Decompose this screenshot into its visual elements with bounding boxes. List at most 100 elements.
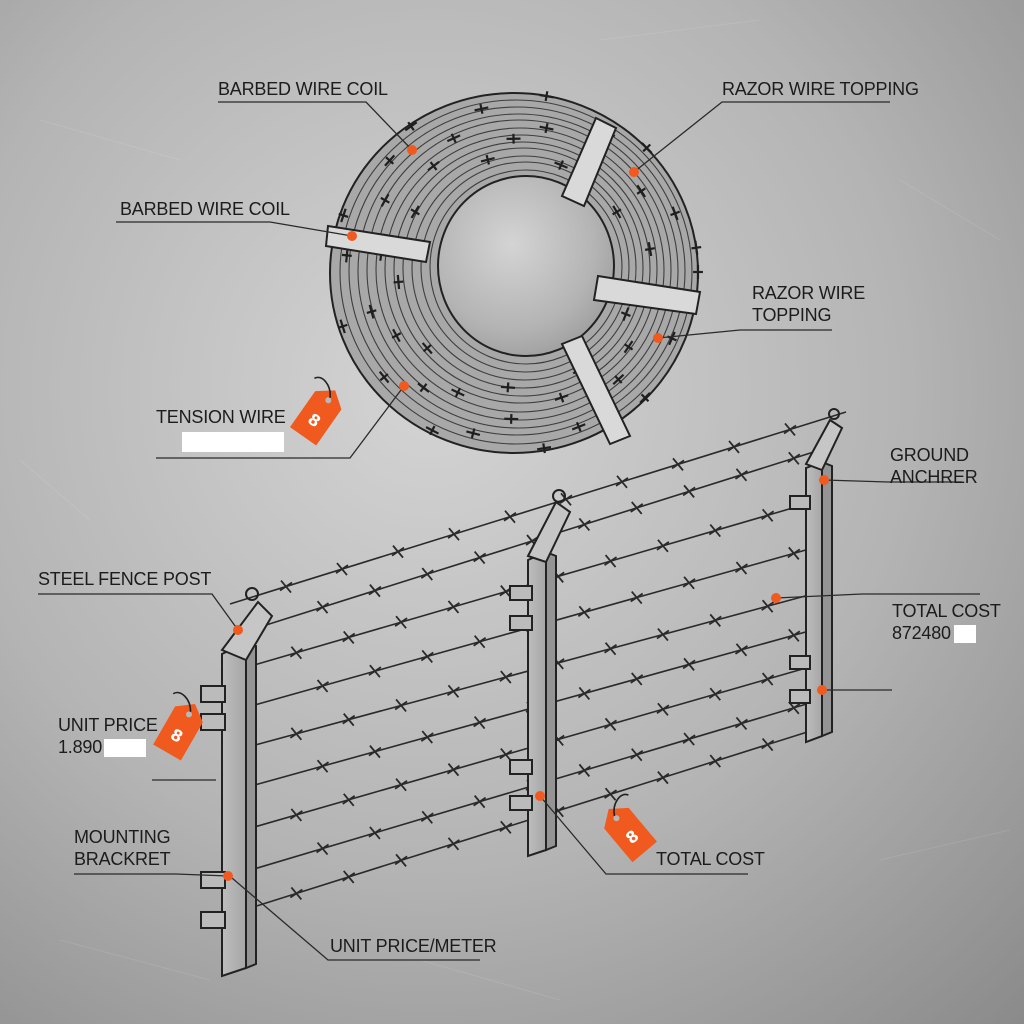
- wire-barb: [708, 687, 722, 701]
- wire-barb: [615, 475, 629, 489]
- wire-barb: [503, 510, 517, 524]
- wire-barb: [289, 886, 303, 901]
- label-line-1: GROUND: [890, 445, 969, 465]
- wire-barb: [604, 787, 618, 801]
- label-text: BARBED WIRE COIL: [218, 79, 388, 99]
- wire-barb: [316, 679, 330, 693]
- wire-barb: [604, 554, 618, 568]
- wire-barb: [656, 702, 670, 716]
- label-line-2: TOPPING: [752, 305, 832, 325]
- wire-barb: [446, 763, 460, 777]
- coil-barb: [417, 382, 430, 393]
- label-text: UNIT PRICE/METER: [330, 936, 497, 956]
- wire-barb: [630, 672, 644, 686]
- steel-fence-post-right: [789, 408, 844, 744]
- wire-barb: [577, 517, 591, 532]
- wire-barb: [289, 646, 303, 660]
- wire-barb: [708, 754, 722, 768]
- wire-barb: [734, 561, 748, 575]
- label-line-1: RAZOR WIRE: [752, 283, 865, 303]
- wire-barb: [368, 826, 382, 840]
- wire-barb: [783, 422, 797, 437]
- metal-scratches: [19, 19, 1011, 1001]
- coil-barb: [337, 319, 348, 334]
- coil-barb: [670, 206, 681, 221]
- wire-barb: [787, 451, 801, 465]
- coil-barb: [623, 340, 634, 354]
- label-ground-anchor: GROUND ANCHRER: [890, 444, 978, 488]
- coil-barb: [480, 154, 495, 165]
- wire-barb: [682, 484, 696, 498]
- wire-barb: [708, 523, 722, 538]
- coil-barb: [571, 421, 586, 432]
- coil-barb: [612, 205, 622, 219]
- coil-barb: [539, 91, 554, 102]
- wire-barb: [734, 716, 748, 731]
- wire-barb: [342, 630, 356, 645]
- wire-barb: [316, 600, 330, 614]
- wire-barb: [289, 727, 303, 741]
- coil-barb: [500, 382, 516, 393]
- wire-barb: [761, 599, 775, 613]
- label-barbed-wire-coil-left: BARBED WIRE COIL: [120, 198, 290, 220]
- price-tag-2: 8: [153, 691, 203, 761]
- wire-barb: [473, 635, 487, 649]
- wire-barb: [335, 562, 349, 576]
- steel-fence-post-left: [200, 587, 274, 978]
- coil-barb: [620, 307, 631, 322]
- coil-barb: [554, 392, 569, 403]
- label-text: TOTAL COST: [892, 601, 1001, 621]
- wire-barb: [420, 730, 434, 744]
- wire-barb: [342, 713, 356, 727]
- wire-barb: [394, 615, 408, 629]
- wire-barb: [289, 808, 303, 822]
- label-total-cost-right: TOTAL COST 872480: [892, 600, 1001, 644]
- coil-barb: [446, 133, 461, 144]
- wire-barb: [446, 684, 460, 698]
- wire-barb: [577, 605, 591, 619]
- label-line-1: MOUNTING: [74, 827, 171, 847]
- coil-barb: [427, 160, 440, 172]
- coil-barb: [378, 371, 390, 384]
- label-steel-fence-post: STEEL FENCE POST: [38, 568, 211, 590]
- wire-barb: [682, 732, 696, 746]
- coil-barb: [539, 123, 554, 134]
- label-text: UNIT PRICE: [58, 715, 158, 735]
- coil-barb: [612, 373, 625, 386]
- wire-barb: [604, 717, 618, 731]
- wire-barb: [499, 670, 513, 684]
- coil-barb: [504, 413, 519, 424]
- label-text: BARBED WIRE COIL: [120, 199, 290, 219]
- wire-barb: [446, 837, 460, 851]
- total-cost-right-value: 872480: [892, 623, 951, 643]
- wire-barb: [499, 747, 513, 762]
- label-tension-wire: TENSION WIRE: [156, 406, 286, 453]
- wire-barb: [577, 763, 591, 777]
- wire-barb: [656, 771, 670, 785]
- wire-barb: [656, 539, 670, 553]
- callout-dots: [223, 145, 829, 881]
- price-tag-3: 8: [604, 793, 657, 863]
- coil-barb: [384, 154, 396, 167]
- coil-barb: [466, 428, 481, 439]
- label-razor-wire-topping-top: RAZOR WIRE TOPPING: [722, 78, 919, 100]
- coil-barb: [691, 240, 702, 255]
- wire-barb: [727, 440, 741, 454]
- wire-barb: [473, 795, 487, 809]
- label-line-2: BRACKRET: [74, 849, 171, 869]
- leader-lines: [38, 101, 980, 961]
- coil-barb: [393, 274, 404, 290]
- steel-fence-post-middle: [509, 489, 572, 858]
- label-barbed-wire-coil-top: BARBED WIRE COIL: [218, 78, 388, 100]
- wire-barb: [630, 748, 644, 762]
- coil-barb: [391, 328, 402, 343]
- coil-barb: [506, 133, 521, 144]
- label-text: TOTAL COST: [656, 849, 765, 869]
- wire-barb: [604, 642, 618, 656]
- coil-barb: [338, 208, 349, 223]
- wire-barb: [342, 793, 356, 807]
- wire-barb: [761, 672, 775, 686]
- wire-barb: [630, 501, 644, 515]
- coil-barb: [404, 121, 418, 132]
